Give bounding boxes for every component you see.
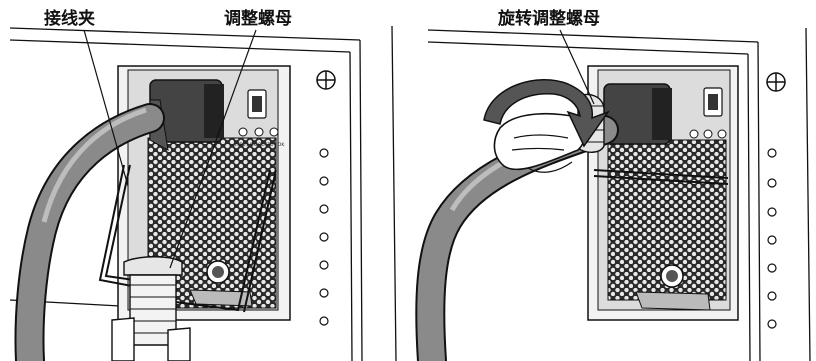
right-illustration (415, 27, 811, 361)
output-ok-label: OUTPUT OK (258, 142, 285, 148)
cable-clip (98, 164, 277, 313)
ground-symbol-icon (766, 72, 786, 92)
adjusting-nut (111, 256, 191, 361)
diagram-left-panel: INPUT OK OUTPUT OK (0, 0, 400, 361)
rotation-arrow-icon (483, 79, 611, 148)
hand-icon (493, 112, 587, 173)
power-cable (14, 103, 165, 361)
adjusting-nut-callout: 调整螺母 (224, 9, 292, 29)
ground-symbol-icon (316, 70, 336, 90)
cable-clip-callout: 接线夹 (44, 9, 95, 29)
cable-clip (593, 169, 729, 185)
power-cord-plug (603, 83, 672, 145)
rack-rail (319, 148, 329, 326)
left-illustration: INPUT OK OUTPUT OK (9, 25, 397, 361)
diagram-right-panel (408, 0, 816, 361)
rack-rail (767, 148, 777, 329)
input-ok-label: INPUT OK (235, 142, 257, 148)
leader-lines (559, 29, 595, 105)
rotate-adjusting-nut-callout: 旋转调整螺母 (498, 9, 600, 29)
chassis-frame (427, 27, 811, 361)
leader-lines (83, 29, 257, 269)
